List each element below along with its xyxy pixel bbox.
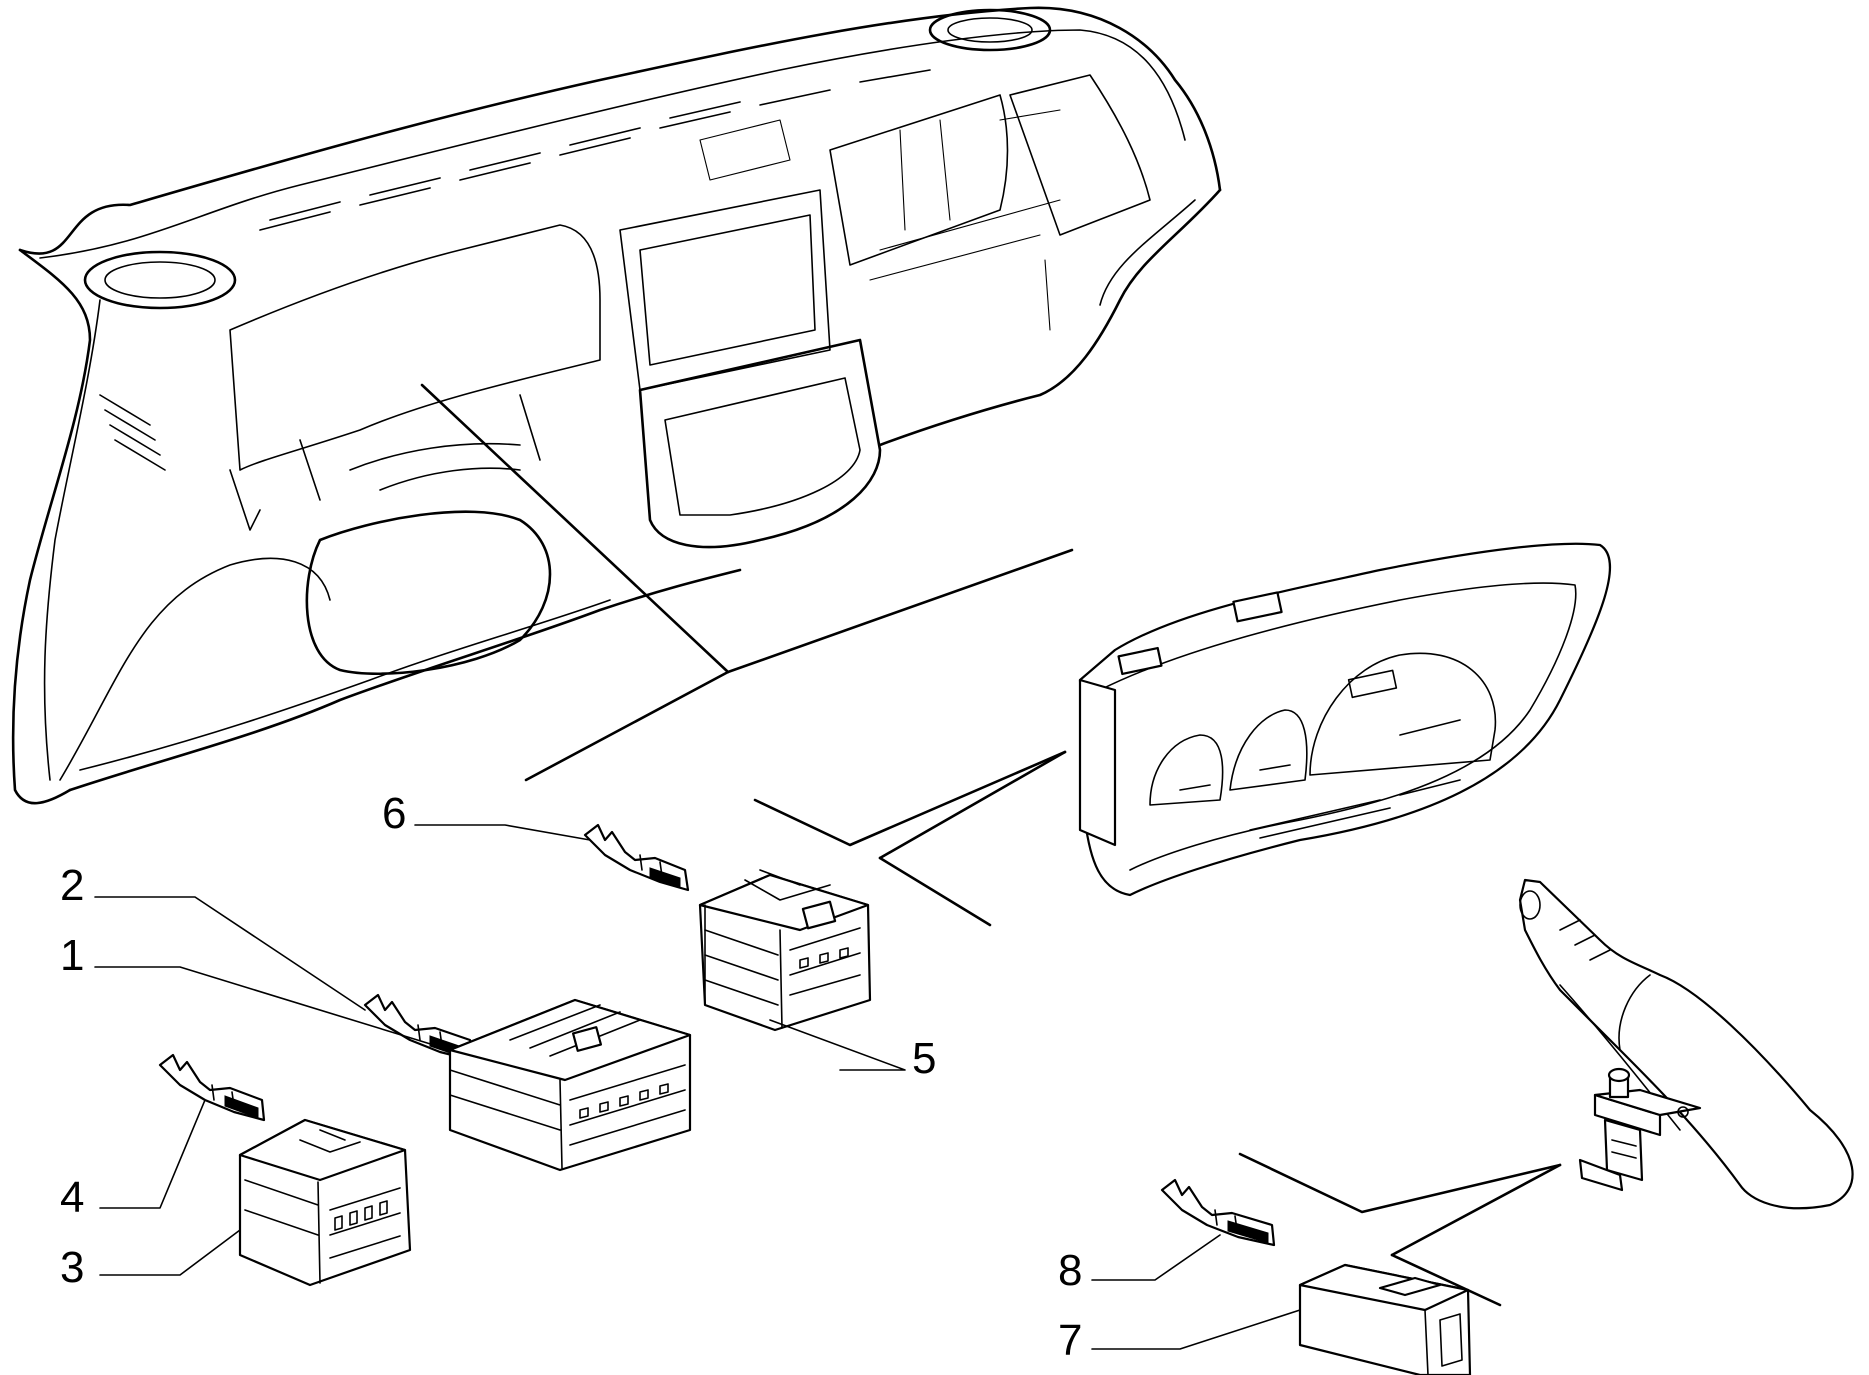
part-8-terminal [1160,1178,1276,1247]
callout-1: 1 [60,931,84,980]
callout-leaders [94,824,1301,1350]
callout-6: 6 [382,789,406,838]
callout-2: 2 [60,861,84,910]
dashboard-leader-lines [420,383,1074,927]
part-7-switch-housing [1298,1263,1472,1375]
part-4-terminal [158,1053,266,1122]
bracket-leader-lines [1238,1152,1562,1307]
handbrake-lever [1518,878,1854,1210]
dashboard-illustration [11,6,1222,805]
callout-8: 8 [1058,1246,1082,1295]
part-1-connector [448,998,692,1172]
handbrake-switch-bracket [1578,1067,1702,1192]
instrument-cluster [1078,542,1612,897]
part-5-connector [698,869,872,1032]
callout-7: 7 [1058,1316,1082,1365]
callout-4: 4 [60,1173,84,1222]
callout-5: 5 [912,1034,936,1083]
part-6-terminal [583,823,690,892]
callout-labels: 1 2 3 4 5 6 7 8 [60,789,1082,1365]
part-3-connector [238,1118,412,1287]
callout-3: 3 [60,1243,84,1292]
